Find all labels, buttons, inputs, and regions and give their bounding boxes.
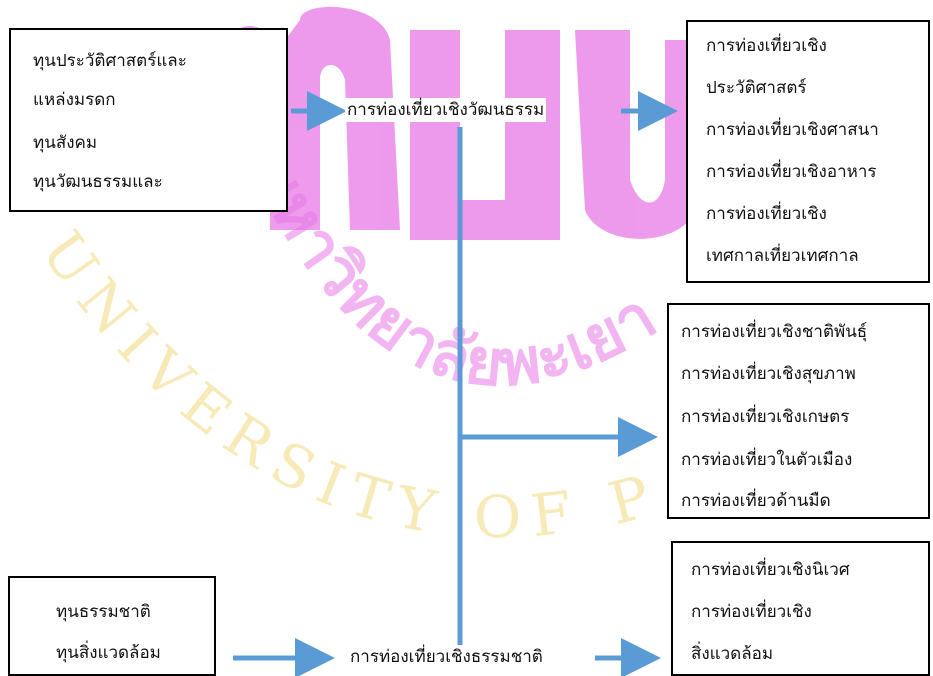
- cultural-types-top-line-6: เทศกาลเที่ยวเทศกาล: [706, 246, 859, 266]
- cultural-capital-line-3: ทุนสังคม: [33, 133, 98, 153]
- cultural-capital-line-2: แหล่งมรดก: [33, 90, 116, 110]
- box-cultural-types-top: การท่องเที่ยวเชิง ประวัติศาสตร์ การท่องเ…: [686, 20, 930, 283]
- box-natural-capital: ทุนธรรมชาติ ทุนสิ่งแวดล้อม: [8, 576, 216, 676]
- cultural-capital-line-4: ทุนวัฒนธรรมและ: [33, 172, 163, 192]
- label-cultural-tourism: การท่องเที่ยวเชิงวัฒนธรรม: [345, 98, 547, 122]
- cultural-types-middle-line-5: การท่องเที่ยวด้านมืด: [681, 491, 831, 511]
- box-cultural-types-middle: การท่องเที่ยวเชิงชาติพันธุ์ การท่องเที่ย…: [667, 303, 930, 519]
- cultural-types-middle-line-3: การท่องเที่ยวเชิงเกษตร: [681, 407, 850, 427]
- box-cultural-capital: ทุนประวัติศาสตร์และ แหล่งมรดก ทุนสังคม ท…: [9, 28, 288, 212]
- natural-capital-line-1: ทุนธรรมชาติ: [56, 602, 151, 622]
- natural-types-line-3: สิ่งแวดล้อม: [691, 644, 774, 664]
- cultural-types-middle-line-4: การท่องเที่ยวในตัวเมือง: [681, 450, 853, 470]
- cultural-types-top-line-5: การท่องเที่ยวเชิง: [706, 204, 827, 224]
- natural-types-line-2: การท่องเที่ยวเชิง: [691, 602, 812, 622]
- cultural-types-top-line-2: ประวัติศาสตร์: [706, 78, 807, 98]
- natural-capital-line-2: ทุนสิ่งแวดล้อม: [56, 643, 161, 663]
- cultural-types-top-line-1: การท่องเที่ยวเชิง: [706, 36, 827, 56]
- label-natural-tourism: การท่องเที่ยวเชิงธรรมชาติ: [348, 645, 545, 669]
- natural-types-line-1: การท่องเที่ยวเชิงนิเวศ: [691, 560, 850, 580]
- cultural-types-top-line-4: การท่องเที่ยวเชิงอาหาร: [706, 162, 877, 182]
- box-natural-types: การท่องเที่ยวเชิงนิเวศ การท่องเที่ยวเชิง…: [671, 541, 930, 676]
- cultural-types-middle-line-2: การท่องเที่ยวเชิงสุขภาพ: [681, 364, 856, 384]
- cultural-types-middle-line-1: การท่องเที่ยวเชิงชาติพันธุ์: [681, 322, 868, 342]
- cultural-capital-line-1: ทุนประวัติศาสตร์และ: [33, 51, 187, 71]
- cultural-types-top-line-3: การท่องเที่ยวเชิงศาสนา: [706, 120, 879, 140]
